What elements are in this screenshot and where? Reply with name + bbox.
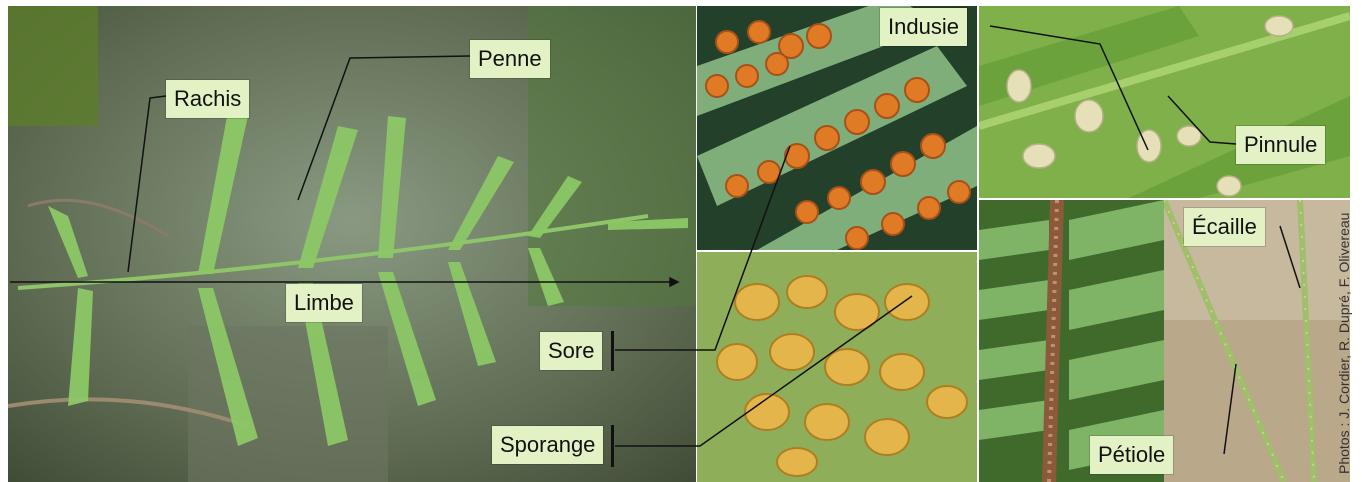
sore-marker	[611, 331, 614, 371]
label-sore: Sore	[540, 332, 602, 370]
label-petiole: Pétiole	[1090, 436, 1173, 474]
indusia-photo	[979, 6, 1350, 198]
label-pinnule: Pinnule	[1236, 126, 1325, 164]
sporange-marker	[611, 425, 614, 467]
label-penne: Penne	[470, 40, 550, 78]
label-rachis: Rachis	[166, 80, 249, 118]
label-ecaille: Écaille	[1184, 208, 1265, 246]
sporangia-photo	[697, 252, 977, 482]
label-limbe: Limbe	[286, 284, 362, 322]
photo-credit: Photos : J. Cordier, R. Dupré, F. Oliver…	[1336, 213, 1352, 474]
label-indusie: Indusie	[880, 8, 967, 46]
frond-photo	[8, 6, 696, 482]
label-sporange: Sporange	[492, 426, 603, 464]
